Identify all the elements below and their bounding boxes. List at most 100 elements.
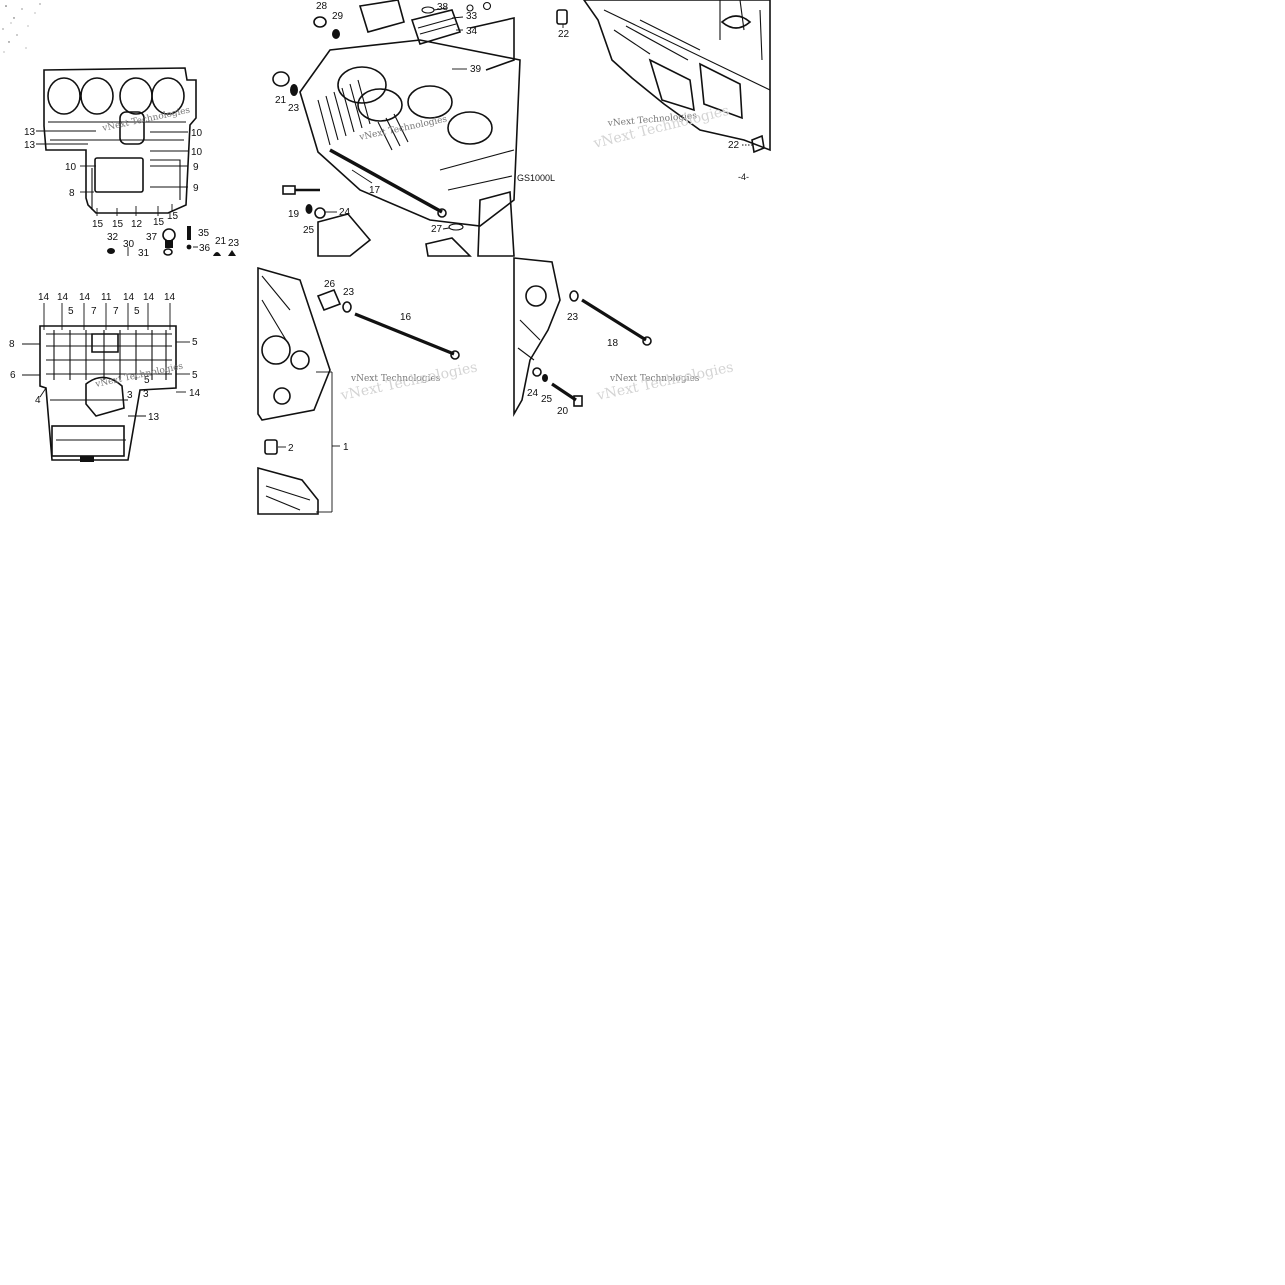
callout-15-c: 15 [153,217,165,228]
callout-10-a: 10 [191,128,203,139]
callout-18: 18 [607,338,619,349]
callout-31: 31 [138,248,150,259]
callout-33: 33 [466,11,478,22]
callout-35: 35 [198,228,210,239]
long-bolt-17 [329,148,447,218]
callout-5-e: 5 [144,375,150,386]
callout-7-a: 7 [91,306,97,317]
callout-13: 13 [148,412,160,423]
callout-36: 36 [199,243,211,254]
callout-39: 39 [470,64,482,75]
callout-37: 37 [146,232,158,243]
callout-21: 21 [275,95,287,106]
callout-3-a: 3 [143,389,149,400]
callout-labels: 22 22 [558,29,740,151]
callout-23: 23 [343,287,355,298]
watermark-text: vNext Technologies [94,361,185,390]
lower-crankcase-drawing [583,0,771,152]
callout-26: 26 [324,279,336,290]
callout-labels: 13 13 10 10 10 9 9 8 15 15 12 15 15 32 3… [24,127,240,259]
callout-9-a: 9 [193,162,199,173]
small-parts-row [107,226,236,256]
callout-7-b: 7 [113,306,119,317]
callout-9-b: 9 [193,183,199,194]
callout-25: 25 [541,394,553,405]
bracket-1 [316,371,340,513]
tile-top-middle: 28 29 38 33 34 39 21 23 17 19 24 25 27 v… [272,0,521,257]
callout-10-b: 10 [191,147,203,158]
callout-labels: 14 14 14 11 14 14 14 5 7 7 5 8 5 6 5 4 3… [9,292,201,423]
callout-15-b: 15 [112,219,124,230]
callout-14-d: 14 [123,292,135,303]
callout-10-c: 10 [65,162,77,173]
callout-23: 23 [228,238,240,249]
callout-25: 25 [303,225,315,236]
callout-8: 8 [69,188,75,199]
callout-8: 8 [9,339,15,350]
callout-13-b: 13 [24,140,36,151]
case-half-drawing [257,266,331,515]
callout-30: 30 [123,239,135,250]
callout-1: 1 [343,442,349,453]
callout-5-b: 5 [134,306,140,317]
callout-14-a: 14 [38,292,50,303]
tile-top-right: 22 22 GS1000L -4- vNext Technologies vNe… [517,0,771,183]
watermark-text: vNext Technologies [609,374,700,384]
callout-23: 23 [567,312,579,323]
callout-27: 27 [431,224,443,235]
case-edge-drawing [513,257,561,418]
callout-leaders [36,130,188,216]
callout-13-a: 13 [24,127,36,138]
dowel-2 [264,439,286,455]
callout-5-a: 5 [68,306,74,317]
callout-14-f: 14 [164,292,176,303]
callout-2: 2 [288,443,294,454]
tile-bottom-left: 14 14 14 11 14 14 14 5 7 7 5 8 5 6 5 4 3… [9,292,201,462]
collar-and-bolt [316,288,460,360]
callout-24: 24 [339,207,351,218]
tile-top-left: 13 13 10 10 10 9 9 8 15 15 12 15 15 32 3… [2,3,240,259]
callout-14-g: 14 [189,388,201,399]
tile-bottom-right: 23 18 24 25 20 vNext Technologies vNext … [513,257,735,418]
callout-22-b: 22 [728,140,740,151]
upper-crankcase-drawing [299,16,521,257]
callout-15-d: 15 [167,211,179,222]
callout-34: 34 [466,26,478,37]
callout-17: 17 [369,185,381,196]
crankcase-top-drawing [39,325,177,462]
callout-11: 11 [101,292,112,303]
callout-32: 32 [107,232,119,243]
callout-20: 20 [557,406,569,417]
bottom-fasteners [282,185,464,231]
callout-leaders [22,303,190,417]
callout-29: 29 [332,11,344,22]
callout-leaders [325,7,467,230]
callout-28: 28 [316,1,328,12]
callout-14-c: 14 [79,292,91,303]
crankcase-front-drawing [43,67,197,214]
bolt-18 [569,290,652,346]
callout-5-c: 5 [192,337,198,348]
callout-5-d: 5 [192,370,198,381]
callout-16: 16 [400,312,412,323]
page-number: -4- [738,172,749,182]
watermark-text: vNext Technologies [358,114,449,143]
watermark-text: vNext Technologies [350,374,441,384]
bolt-20 [532,367,583,407]
callout-23: 23 [288,103,300,114]
callout-6: 6 [10,370,16,381]
callout-38: 38 [437,2,449,13]
callout-labels: 23 18 24 25 20 [527,312,619,417]
callout-22-a: 22 [558,29,570,40]
callout-12: 12 [131,219,143,230]
callout-4: 4 [35,395,41,406]
callout-19: 19 [288,209,300,220]
callout-labels: 28 29 38 33 34 39 21 23 17 19 24 25 27 [275,1,482,236]
callout-14-b: 14 [57,292,69,303]
callout-14-e: 14 [143,292,155,303]
callout-21: 21 [215,236,227,247]
tile-bottom-middle: 26 23 16 2 1 vNext Technologies vNext Te… [257,266,479,515]
speckle-noise [2,3,41,53]
model-code: GS1000L [517,173,555,183]
